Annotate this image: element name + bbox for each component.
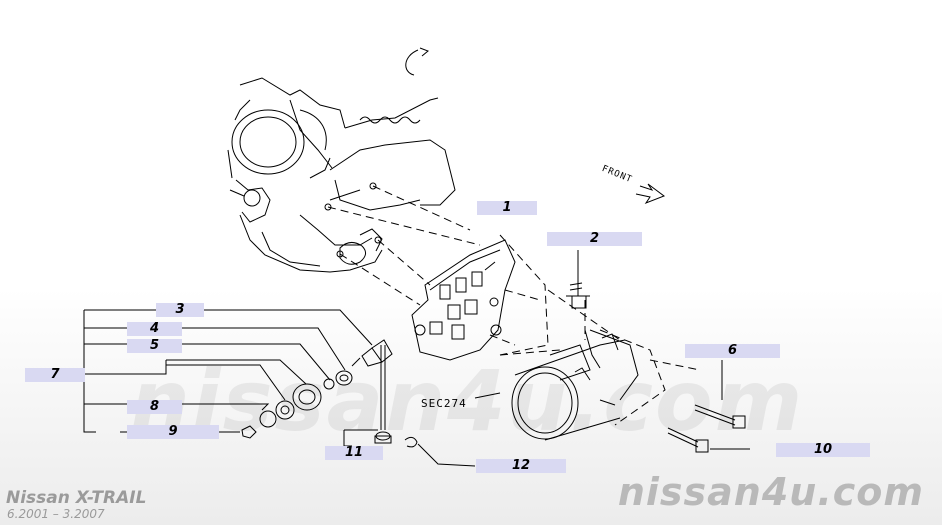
callout-10[interactable]: 10 — [776, 443, 870, 457]
adjusting-bolt-3 — [351, 339, 393, 367]
alternator — [511, 329, 639, 441]
callout-11[interactable]: 11 — [325, 446, 383, 460]
nut-9 — [241, 425, 257, 439]
engine-block — [227, 77, 456, 273]
nut-4 — [335, 370, 353, 386]
rotation-arrow-icon — [405, 47, 429, 76]
production-dates: 6.2001 – 3.2007 — [7, 507, 105, 521]
bolt-6 — [694, 360, 746, 429]
bolt-10 — [667, 427, 750, 453]
callout-7[interactable]: 7 — [25, 368, 85, 382]
callout-3[interactable]: 3 — [156, 303, 204, 317]
callout-1[interactable]: 1 — [477, 201, 537, 215]
mounting-bracket — [411, 239, 516, 361]
callout-12[interactable]: 12 — [476, 459, 566, 473]
callout-9[interactable]: 9 — [127, 425, 219, 439]
spacer-8 — [259, 383, 322, 428]
vehicle-model: Nissan X-TRAIL — [6, 488, 147, 508]
section-reference-label: SEC274 — [421, 397, 467, 410]
clip-12 — [404, 436, 476, 467]
callout-2[interactable]: 2 — [547, 232, 642, 246]
brand-watermark: nissan4u.com — [617, 470, 924, 514]
watermark-text: nissan4u.com — [130, 352, 805, 450]
front-arrow-icon — [635, 183, 666, 205]
callout-5[interactable]: 5 — [127, 339, 182, 353]
bolt-2 — [566, 250, 590, 309]
callout-4[interactable]: 4 — [127, 322, 182, 336]
callout-8[interactable]: 8 — [127, 400, 182, 414]
callout-6[interactable]: 6 — [685, 344, 780, 358]
